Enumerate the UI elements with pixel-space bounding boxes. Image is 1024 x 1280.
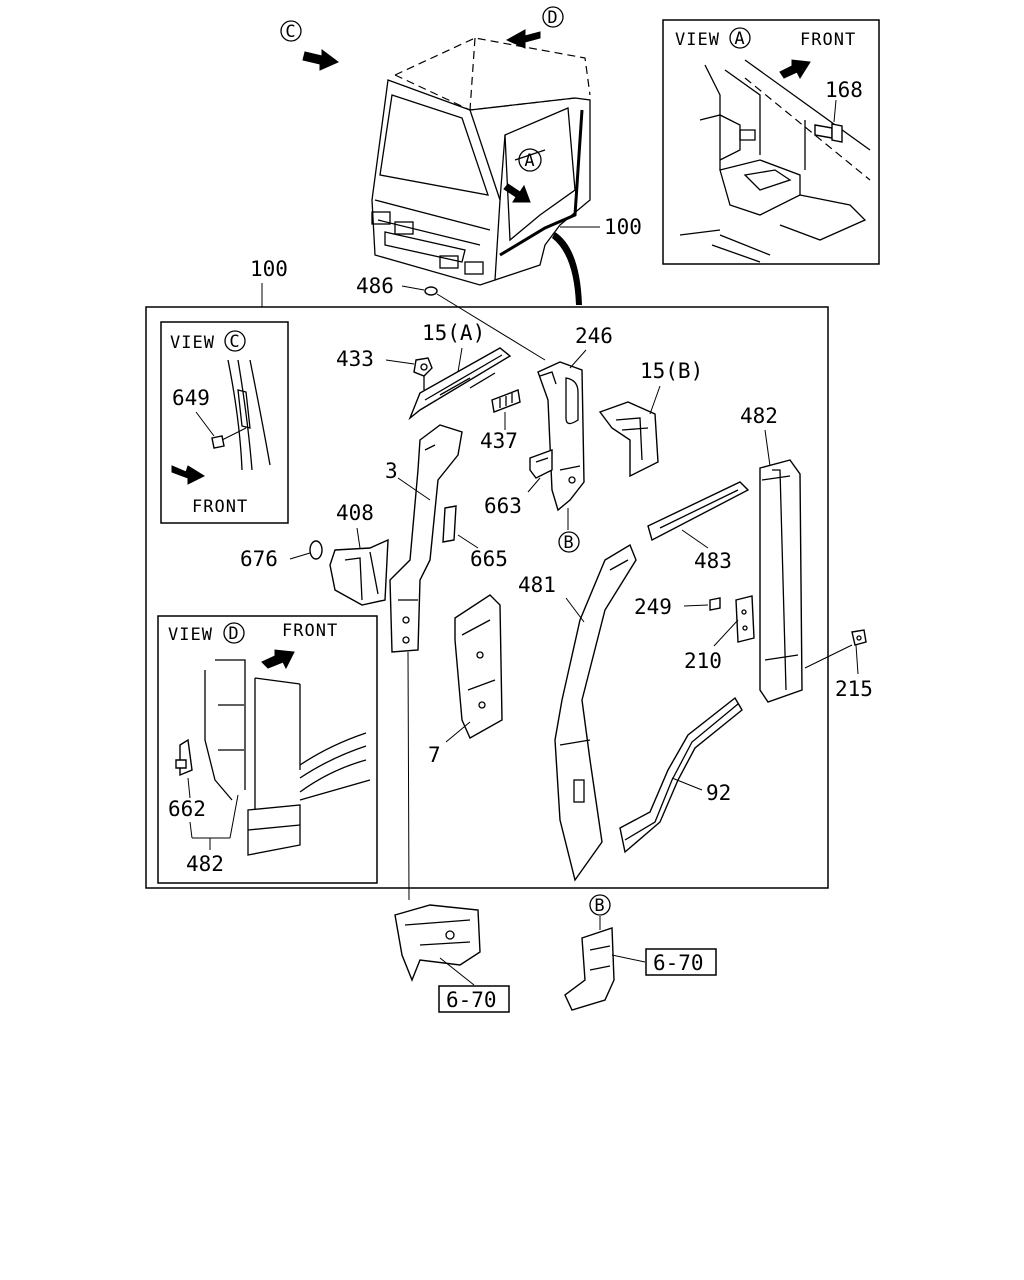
callout-482-right: 482 [740, 404, 778, 428]
part-15b-bracket [598, 401, 659, 478]
marker-c-top: C [280, 20, 302, 42]
callout-676: 676 [240, 547, 278, 571]
reference-box-left [438, 985, 510, 1013]
part-408-bracket [329, 538, 389, 606]
marker-b-bottom-label: B [594, 896, 605, 916]
marker-d-top: D [542, 6, 564, 28]
callout-408: 408 [336, 501, 374, 525]
callout-663: 663 [484, 494, 522, 518]
part-215-nut [851, 629, 867, 646]
callout-665: 665 [470, 547, 508, 571]
callout-168: 168 [825, 78, 863, 102]
part-7-inner-panel [454, 594, 503, 739]
callout-210: 210 [684, 649, 722, 673]
callout-92: 92 [706, 781, 731, 805]
callout-482-inset: 482 [186, 852, 224, 876]
reference-left: 6-70 [446, 988, 497, 1012]
view-c-marker: C [229, 332, 240, 352]
cab-illustration [371, 37, 591, 305]
view-a-marker: A [734, 29, 745, 49]
callout-437: 437 [480, 429, 518, 453]
main-assembly-frame [145, 306, 829, 889]
part-676-grommet [309, 540, 323, 560]
front-arrow-icon [171, 465, 206, 485]
part-210-hinge [735, 595, 755, 643]
part-249-clip [709, 597, 721, 611]
view-a-front-label: FRONT [800, 30, 856, 50]
part-3-front-pillar [389, 424, 463, 653]
callout-246: 246 [575, 324, 613, 348]
callout-433: 433 [336, 347, 374, 371]
callout-486: 486 [356, 274, 394, 298]
front-arrow-icon [779, 59, 811, 80]
callout-15a: 15(A) [422, 321, 485, 345]
reference-right: 6-70 [653, 951, 704, 975]
marker-a-cab: A [518, 148, 542, 172]
front-arrow-icon [261, 649, 295, 670]
view-a-title: VIEW [675, 30, 720, 50]
part-246-pillar [537, 361, 585, 512]
marker-a-label: A [524, 151, 535, 171]
marker-c-label: C [285, 22, 296, 42]
part-665-plate [442, 505, 457, 543]
callout-3: 3 [385, 459, 398, 483]
callout-483: 483 [694, 549, 732, 573]
callout-249: 249 [634, 595, 672, 619]
view-d-title: VIEW [168, 625, 213, 645]
callout-662: 662 [168, 797, 206, 821]
floor-part-left [394, 904, 481, 982]
view-c-inset: VIEW C 649 FRONT [160, 321, 289, 524]
callout-100-cab: 100 [604, 215, 642, 239]
part-481-door-pillar [554, 543, 637, 882]
callout-7: 7 [428, 743, 441, 767]
callout-100-frame: 100 [250, 257, 288, 281]
view-d-marker: D [228, 624, 239, 644]
part-15a-rail [408, 347, 512, 421]
reference-box-right [645, 948, 717, 976]
view-c-front-label: FRONT [192, 497, 248, 517]
view-a-inset: VIEW A FRONT 168 [662, 19, 880, 265]
callout-481: 481 [518, 573, 556, 597]
view-c-title: VIEW [170, 333, 215, 353]
part-92-sill [619, 696, 743, 854]
part-433-nut [413, 357, 433, 390]
part-437-bracket [491, 389, 521, 413]
marker-d-label: D [547, 8, 558, 28]
marker-b-main: B [558, 531, 580, 553]
direction-arrow-d [505, 29, 541, 49]
callout-649: 649 [172, 386, 210, 410]
part-483-rail [647, 481, 750, 542]
direction-arrow-a [503, 183, 531, 203]
marker-b-main-label: B [563, 533, 574, 553]
marker-b-bottom: B [589, 894, 611, 916]
part-486-grommet [424, 286, 438, 296]
direction-arrow-c [302, 49, 339, 71]
view-d-inset: VIEW D FRONT 662 482 [157, 615, 378, 884]
part-482-rear-pillar [759, 459, 803, 703]
view-d-front-label: FRONT [282, 621, 338, 641]
callout-15b: 15(B) [640, 359, 703, 383]
callout-215: 215 [835, 677, 873, 701]
part-663-bracket [529, 449, 553, 479]
floor-part-right [564, 927, 615, 1011]
